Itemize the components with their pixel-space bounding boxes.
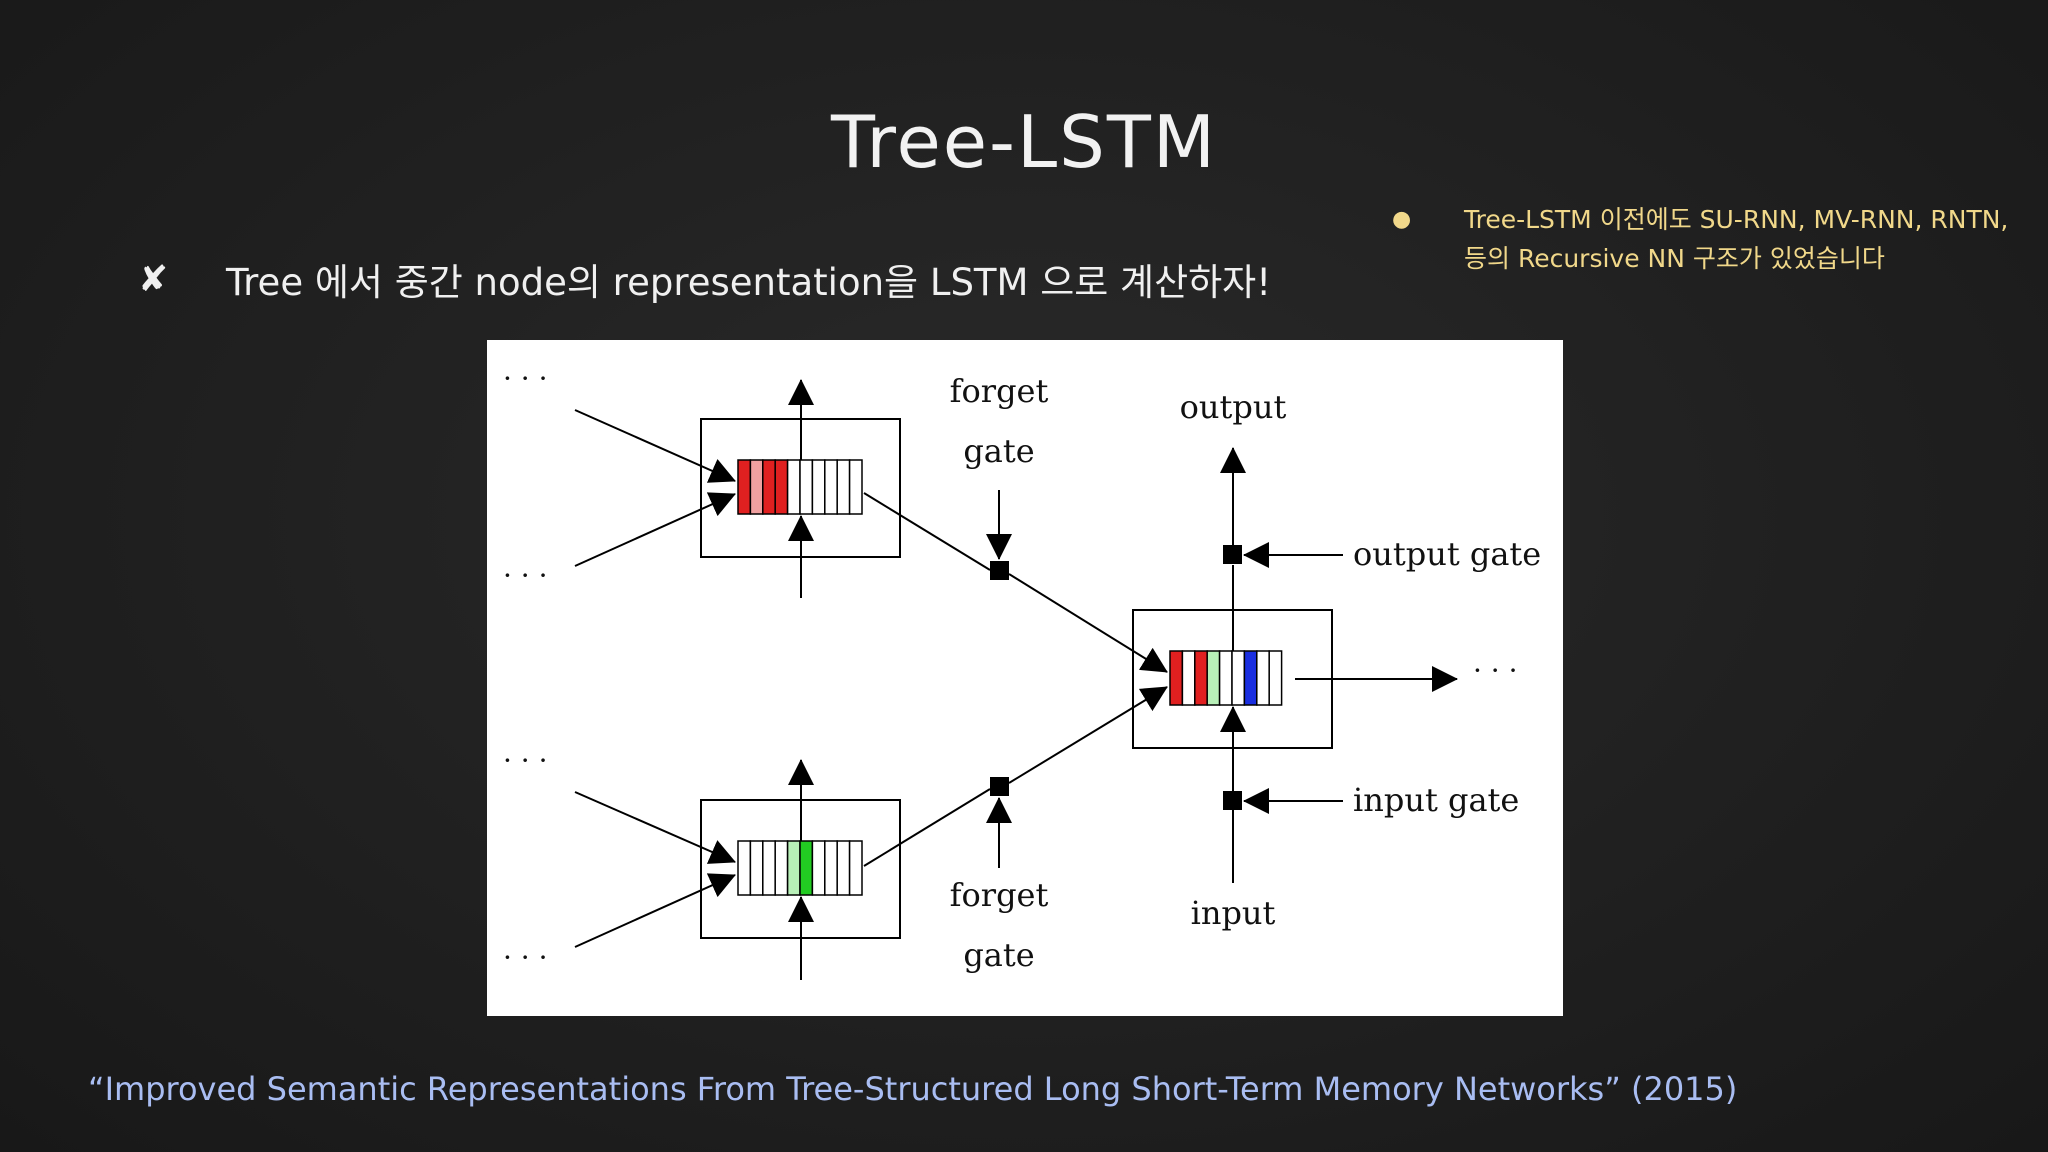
cell-top-0 [737,459,752,515]
label-input: input [1191,894,1276,932]
arrow-gate-to-parent-bottom [1008,686,1168,784]
arrow-top-child-1 [574,409,736,483]
ellipsis-top-1: · · · [503,362,548,395]
input-gate-square [1223,791,1242,810]
memory-cell-bottom [737,840,863,896]
ellipsis-right: · · · [1473,654,1518,687]
bullet-dot-icon: ● [1392,207,1412,232]
cell-top-8 [836,459,851,515]
label-gate-top: gate [963,432,1034,470]
cell-bottom-3 [774,840,789,896]
label-forget-bottom: forget [950,876,1049,914]
arrow-bottom-child-1 [574,791,736,864]
ellipsis-bottom-1: · · · [503,744,548,777]
ellipsis-bottom-2: · · · [503,941,548,974]
cell-top-3 [774,459,789,515]
cell-top-4 [786,459,801,515]
output-gate-square [1223,545,1242,564]
arrow-gate-to-parent-top [1008,573,1168,673]
line-bottom-cell-to-gate [863,788,991,867]
cell-top-6 [811,459,826,515]
paper-citation: “Improved Semantic Representations From … [88,1070,1738,1108]
cell-parent-2 [1194,650,1208,706]
forget-gate-bottom-square [990,777,1009,796]
label-output: output [1180,388,1287,426]
cell-top-7 [824,459,838,515]
label-output-gate: output gate [1353,535,1541,573]
cell-bottom-5 [799,840,814,896]
memory-cell-top [737,459,863,515]
label-input-gate: input gate [1353,781,1519,819]
cell-parent-6 [1243,650,1258,706]
ellipsis-top-2: · · · [503,559,548,592]
cell-bottom-4 [786,840,801,896]
side-note: ● Tree-LSTM 이전에도 SU-RNN, MV-RNN, RNTN, 등… [1392,200,2024,278]
cell-top-2 [762,459,776,515]
label-forget-top: forget [950,372,1049,410]
cell-bottom-2 [762,840,776,896]
forget-gate-top-square [990,561,1009,580]
arrow-top-child-2 [574,492,736,567]
side-note-text: Tree-LSTM 이전에도 SU-RNN, MV-RNN, RNTN, 등의 … [1464,205,2009,273]
cross-mark-icon: ✘ [138,258,169,300]
main-bullet: ✘ Tree 에서 중간 node의 representation을 LSTM … [138,252,1271,306]
cell-parent-4 [1218,650,1233,706]
cell-bottom-1 [749,840,764,896]
cell-bottom-0 [737,840,752,896]
cell-parent-1 [1181,650,1196,706]
cell-bottom-8 [836,840,851,896]
arrow-bottom-child-2 [574,873,736,948]
cell-bottom-9 [848,840,863,896]
cell-parent-3 [1206,650,1221,706]
label-gate-bottom: gate [963,936,1034,974]
cell-top-5 [799,459,814,515]
cell-bottom-7 [824,840,838,896]
main-bullet-text: Tree 에서 중간 node의 representation을 LSTM 으로… [226,261,1272,304]
cell-parent-8 [1268,650,1283,706]
cell-top-1 [749,459,764,515]
slide-title: Tree-LSTM [831,100,1217,184]
cell-bottom-6 [811,840,826,896]
cell-top-9 [848,459,863,515]
cell-parent-0 [1169,650,1184,706]
line-top-cell-to-gate [863,492,991,571]
diagram-svg: · · · · · · · · · · · · · · · [503,362,1541,980]
cell-parent-5 [1231,650,1246,706]
tree-lstm-diagram: · · · · · · · · · · · · · · · [487,340,1563,1016]
cell-parent-7 [1256,650,1270,706]
memory-cell-parent [1169,650,1283,706]
